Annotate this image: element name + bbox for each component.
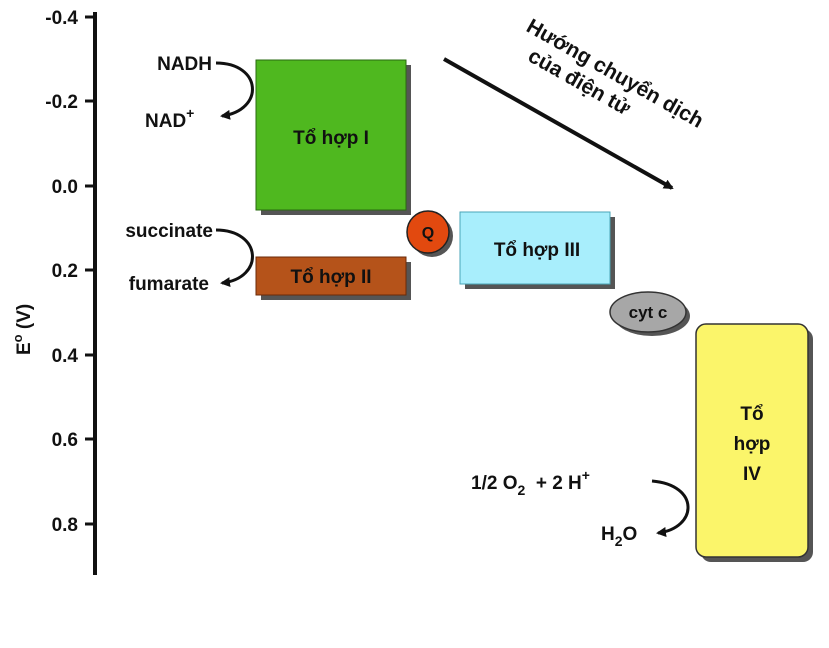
nadh-curve-arrow <box>215 61 254 120</box>
complex-4-label-line1: Tổ <box>740 404 763 425</box>
nad-label-main: NAD <box>145 111 186 132</box>
oxygen-label: 1/2 O2 + 2 H+ <box>471 467 590 498</box>
y-axis-label-sup: o <box>10 334 25 342</box>
nadh-label: NADH <box>157 54 212 75</box>
q-carrier <box>406 210 450 254</box>
tick-label: 0.2 <box>52 261 78 282</box>
complex-1-label: Tổ hợp I <box>293 128 369 149</box>
water-label-b: O <box>623 524 638 545</box>
direction-label: Hướng chuyển dịch của điện tử <box>523 15 708 133</box>
complex-2-box <box>255 256 407 296</box>
succinate-label: succinate <box>125 221 213 242</box>
complex-4-label-line2: hợp <box>734 434 771 455</box>
y-axis-ticks <box>85 15 95 526</box>
water-label-sub: 2 <box>615 533 623 549</box>
tick-label: 0.4 <box>52 346 79 367</box>
oxygen-label-sub: 2 <box>517 482 525 498</box>
y-axis-label-unit: (V) <box>14 304 35 335</box>
tick-label: 0.0 <box>52 177 78 198</box>
tick-label: -0.2 <box>45 92 78 113</box>
oxygen-label-a: 1/2 O <box>471 473 517 494</box>
tick-label: 0.6 <box>52 430 78 451</box>
oxygen-label-b: + 2 H <box>525 473 582 494</box>
tick-label: -0.4 <box>45 8 78 29</box>
nad-label-sup: + <box>186 105 194 121</box>
q-carrier-label: Q <box>422 225 434 242</box>
nad-label: NAD+ <box>145 105 194 132</box>
complex-1-box <box>255 59 407 211</box>
complex-2-label: Tổ hợp II <box>290 267 371 288</box>
complex-4-box <box>695 323 809 558</box>
cytc-carrier <box>609 291 687 333</box>
complex-3-label: Tổ hợp III <box>494 240 580 261</box>
y-axis-label-main: E <box>14 342 35 355</box>
fumarate-label: fumarate <box>129 274 209 295</box>
y-axis-label: Eo (V) <box>10 304 35 355</box>
tick-label: 0.8 <box>52 515 78 536</box>
water-label: H2O <box>601 524 637 549</box>
y-axis-tick-labels: -0.4 -0.2 0.0 0.2 0.4 0.6 0.8 <box>45 8 78 536</box>
complex-3-box <box>459 211 611 285</box>
oxygen-label-sup: + <box>582 467 590 483</box>
succinate-curve-arrow <box>215 228 254 288</box>
direction-arrow <box>443 57 674 190</box>
cytc-carrier-label: cyt c <box>629 303 668 322</box>
complex-4-label-line3: IV <box>743 464 761 485</box>
water-label-a: H <box>601 524 615 545</box>
oxygen-curve-arrow <box>651 479 690 537</box>
